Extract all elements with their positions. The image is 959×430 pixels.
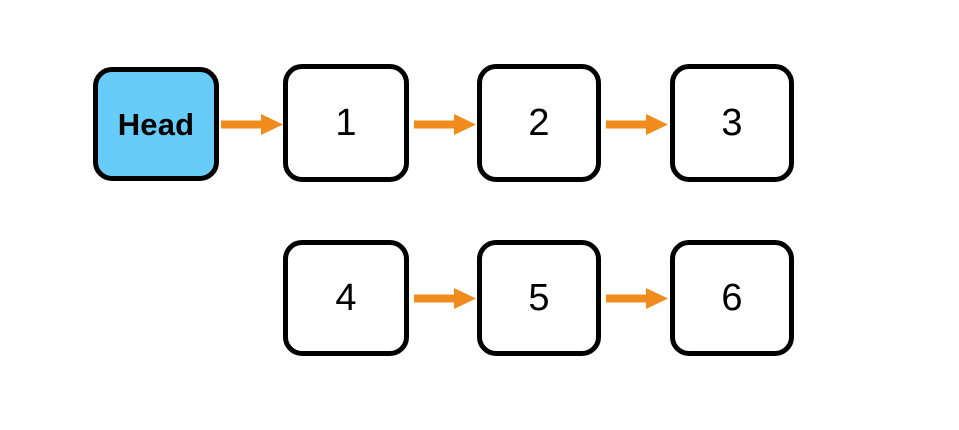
node-1[interactable]: 1 (283, 64, 409, 182)
node-4-label: 4 (335, 277, 357, 319)
node-3[interactable]: 3 (670, 64, 794, 182)
node-2[interactable]: 2 (477, 64, 601, 182)
node-head-label: Head (117, 106, 195, 142)
node-1-label: 1 (335, 102, 357, 144)
node-3-label: 3 (721, 102, 743, 144)
arrow-4-to-5 (414, 288, 476, 309)
node-6[interactable]: 6 (670, 240, 794, 356)
arrow-shaft (414, 294, 458, 303)
arrow-1-to-2 (414, 114, 476, 135)
node-2-label: 2 (528, 102, 550, 144)
arrow-head-icon (646, 288, 668, 309)
arrow-head-icon (261, 114, 283, 135)
node-5[interactable]: 5 (477, 240, 601, 356)
node-5-label: 5 (528, 277, 550, 319)
arrow-2-to-3 (606, 114, 668, 135)
node-4[interactable]: 4 (283, 240, 409, 356)
arrow-shaft (221, 120, 265, 129)
node-head[interactable]: Head (93, 67, 219, 181)
arrow-shaft (606, 294, 650, 303)
arrow-head-to-1 (221, 114, 283, 135)
node-6-label: 6 (721, 277, 743, 319)
arrow-5-to-6 (606, 288, 668, 309)
arrow-head-icon (646, 114, 668, 135)
arrow-shaft (606, 120, 650, 129)
arrow-head-icon (454, 288, 476, 309)
arrow-shaft (414, 120, 458, 129)
arrow-head-icon (454, 114, 476, 135)
